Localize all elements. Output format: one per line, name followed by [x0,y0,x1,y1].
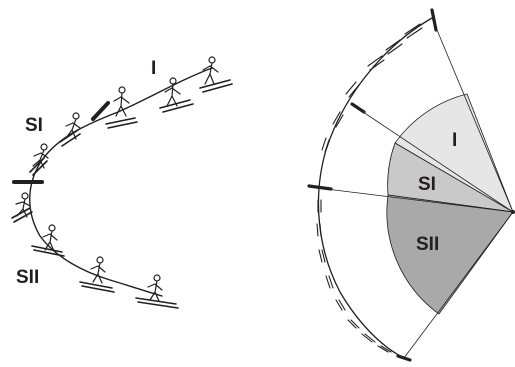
sector-label-i: I [452,130,457,151]
apex-point [511,210,515,214]
skier-figure [31,224,65,257]
phase-label-i: I [151,58,156,79]
right-panel-sectors [307,8,515,362]
skier-figure [59,112,81,147]
skier-figure [135,274,179,309]
skier-figure [11,192,33,223]
arc-skis [316,23,423,353]
sector-label-sii: SII [416,234,439,255]
transition-mark [91,101,110,121]
skier-figure [29,143,49,176]
left-panel-trajectory [11,56,233,309]
ski-track-curve [29,67,213,297]
phase-label-si: SI [25,115,43,136]
arc-transition-marks [307,8,438,362]
phase-label-sii: SII [16,267,39,288]
skier-figure [79,256,115,293]
sector-sii [386,194,514,315]
skier-figure [105,86,138,129]
radial-lines [317,17,514,359]
skier-figure [199,56,233,93]
skier-figure [159,77,194,113]
sector-label-si: SI [418,174,436,195]
